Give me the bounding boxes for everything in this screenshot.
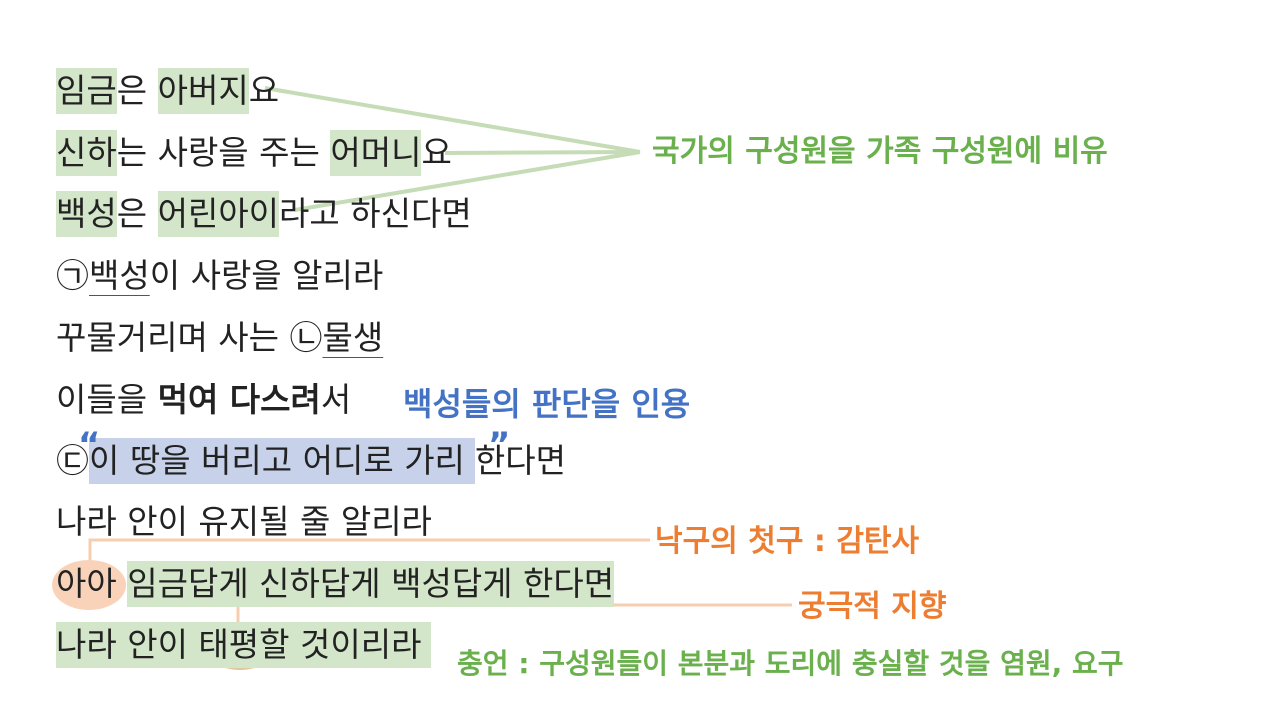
poem-line-8: 나라 안이 유지될 줄 알리라 xyxy=(56,499,432,545)
circled-mark-1: ㉠ xyxy=(56,256,89,295)
poem-word-bold: 먹여 다스려 xyxy=(157,380,321,419)
poem-word: 아버지 xyxy=(157,68,249,114)
poem-word: 서 xyxy=(320,380,352,419)
poem-word: 라고 하신다면 xyxy=(279,194,472,233)
note-advice: 충언 : 구성원들이 본분과 도리에 충실할 것을 염원, 요구 xyxy=(457,647,1124,680)
circled-mark-2: ㉡ xyxy=(289,318,323,357)
poem-line-4: ㉠백성이 사랑을 알리라 xyxy=(56,253,383,299)
poem-line-5: 꾸물거리며 사는 ㉡물생 xyxy=(56,315,383,361)
exclamation-circle xyxy=(52,560,126,610)
poem-word: 임금답게 신하답게 백성답게 한다면 xyxy=(127,561,615,607)
poem-space xyxy=(117,561,128,607)
circled-mark-3: ㉢ xyxy=(56,441,89,480)
poem-line-9: 아아 임금답게 신하답게 백성답게 한다면 xyxy=(56,561,615,607)
poem-word: 나라 안이 유지될 줄 알리라 xyxy=(56,502,432,541)
note-first-phrase: 낙구의 첫구 : 감탄사 xyxy=(655,524,920,559)
poem-word: 백성 xyxy=(89,256,150,295)
poem-word: 이 사랑을 알리라 xyxy=(149,256,384,295)
poem-word: 은 xyxy=(116,194,158,233)
poem-line-3: 백성은 어린아이라고 하신다면 xyxy=(56,191,472,237)
note-ultimate-goal: 궁극적 지향 xyxy=(798,589,947,624)
poem-word: 는 사랑을 주는 xyxy=(116,133,331,172)
poem-word: 태평 xyxy=(198,625,260,664)
note-quote-people: 백성들의 판단을 인용 xyxy=(403,385,691,423)
poem-word: 은 xyxy=(116,71,158,110)
poem-word: 임금 xyxy=(56,68,117,114)
note-family-metaphor: 국가의 구성원을 가족 구성원에 비유 xyxy=(652,134,1108,169)
poem-word: 요 xyxy=(421,133,452,172)
poem-word: 꾸물거리며 사는 xyxy=(56,318,290,357)
poem-word: 어린아이 xyxy=(157,191,280,237)
poem-line-2: 신하는 사랑을 주는 어머니요 xyxy=(56,130,452,176)
poem-word: 신하 xyxy=(56,130,117,176)
poem-word: 아아 xyxy=(56,564,117,603)
poem-line-6: 이들을 먹여 다스려서 xyxy=(56,377,351,423)
poem-word: 백성 xyxy=(56,191,117,237)
poem-word: 어머니 xyxy=(330,130,422,176)
poem-line-1: 임금은 아버지요 xyxy=(56,68,279,114)
open-quote-mark: “ xyxy=(78,425,101,465)
poem-word: 이들을 xyxy=(56,380,158,419)
poem-word: 요 xyxy=(248,71,280,110)
close-quote-mark: ” xyxy=(488,425,511,465)
quoted-speech: 이 땅을 버리고 어디로 가리 xyxy=(89,438,475,484)
poem-word: 할 것이리라 xyxy=(259,625,422,664)
poem-word: 나라 안이 xyxy=(56,625,199,664)
poem-word: 한다면 xyxy=(474,441,567,480)
connector-line xyxy=(444,150,641,155)
poem-word: 물생 xyxy=(322,318,384,357)
poem-line-10: 나라 안이 태평할 것이리라 xyxy=(56,622,432,668)
